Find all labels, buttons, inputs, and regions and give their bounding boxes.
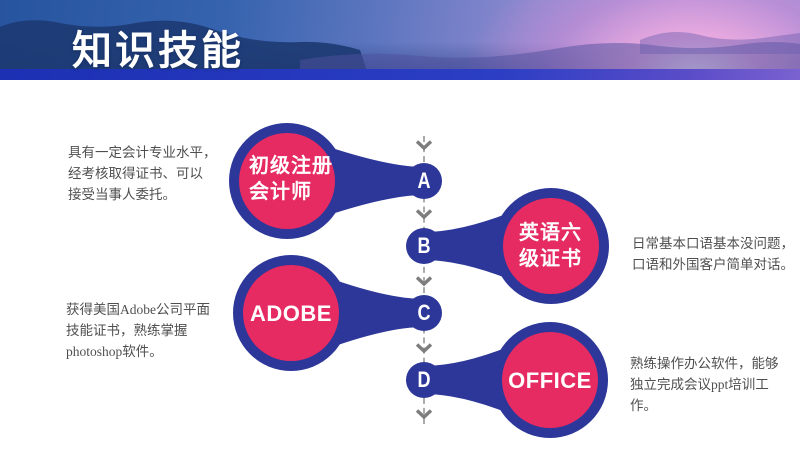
description-line: 作。 bbox=[630, 398, 657, 413]
bubble-label-adobe: ADOBE bbox=[236, 301, 346, 327]
chevron-down-icon bbox=[415, 140, 433, 151]
description-line: 接受当事人委托。 bbox=[68, 187, 176, 202]
skill-bubble-english bbox=[406, 188, 609, 304]
header-banner: 知识技能 bbox=[0, 0, 800, 80]
header-accent-strip bbox=[0, 69, 800, 80]
bubble-label-line: OFFICE bbox=[508, 368, 592, 393]
description-line: 熟练操作办公软件，能够 bbox=[630, 356, 779, 371]
description-line: 经考核取得证书、可以 bbox=[68, 166, 203, 181]
bubble-label-line: 级证书 bbox=[519, 248, 582, 270]
bubble-label-line: ADOBE bbox=[250, 301, 332, 326]
description-line: 日常基本口语基本没问题， bbox=[632, 236, 794, 251]
description-office: 熟练操作办公软件，能够 独立完成会议ppt培训工 作。 bbox=[630, 353, 800, 416]
skill-bubble-accountant bbox=[229, 123, 442, 239]
description-english: 日常基本口语基本没问题， 口语和外国客户简单对话。 bbox=[632, 233, 800, 275]
timeline-dashed-line bbox=[423, 136, 425, 424]
description-accountant: 具有一定会计专业水平， 经考核取得证书、可以 接受当事人委托。 bbox=[68, 142, 228, 205]
description-line: 具有一定会计专业水平， bbox=[68, 145, 217, 160]
chevron-down-icon bbox=[415, 209, 433, 220]
skill-bubble-adobe bbox=[233, 255, 442, 371]
description-adobe: 获得美国Adobe公司平面 技能证书，熟练掌握 photoshop软件。 bbox=[66, 299, 231, 362]
chevron-down-icon bbox=[415, 276, 433, 287]
description-line: 技能证书，熟练掌握 bbox=[66, 323, 188, 338]
description-line: 获得美国Adobe公司平面 bbox=[66, 302, 210, 317]
description-line: 口语和外国客户简单对话。 bbox=[632, 257, 794, 272]
timeline-node-b: B bbox=[417, 233, 431, 258]
description-line: photoshop软件。 bbox=[66, 344, 163, 359]
bubble-label-line: 初级注册 bbox=[249, 155, 333, 177]
bubble-label-english: 英语六 级证书 bbox=[519, 220, 582, 272]
bubble-label-accountant: 初级注册 会计师 bbox=[249, 153, 333, 205]
bubble-label-line: 英语六 bbox=[519, 222, 582, 244]
description-line: 独立完成会议ppt培训工 bbox=[630, 377, 769, 392]
chevron-down-icon bbox=[415, 343, 433, 354]
skill-bubble-office bbox=[406, 322, 608, 438]
timeline-node-a: A bbox=[417, 168, 431, 193]
slide-title: 知识技能 bbox=[72, 29, 244, 73]
chevron-down-icon bbox=[415, 409, 433, 420]
bubble-label-office: OFFICE bbox=[495, 368, 605, 394]
timeline-node-d: D bbox=[417, 367, 431, 392]
timeline-node-c: C bbox=[417, 300, 431, 325]
bubble-label-line: 会计师 bbox=[249, 181, 312, 203]
